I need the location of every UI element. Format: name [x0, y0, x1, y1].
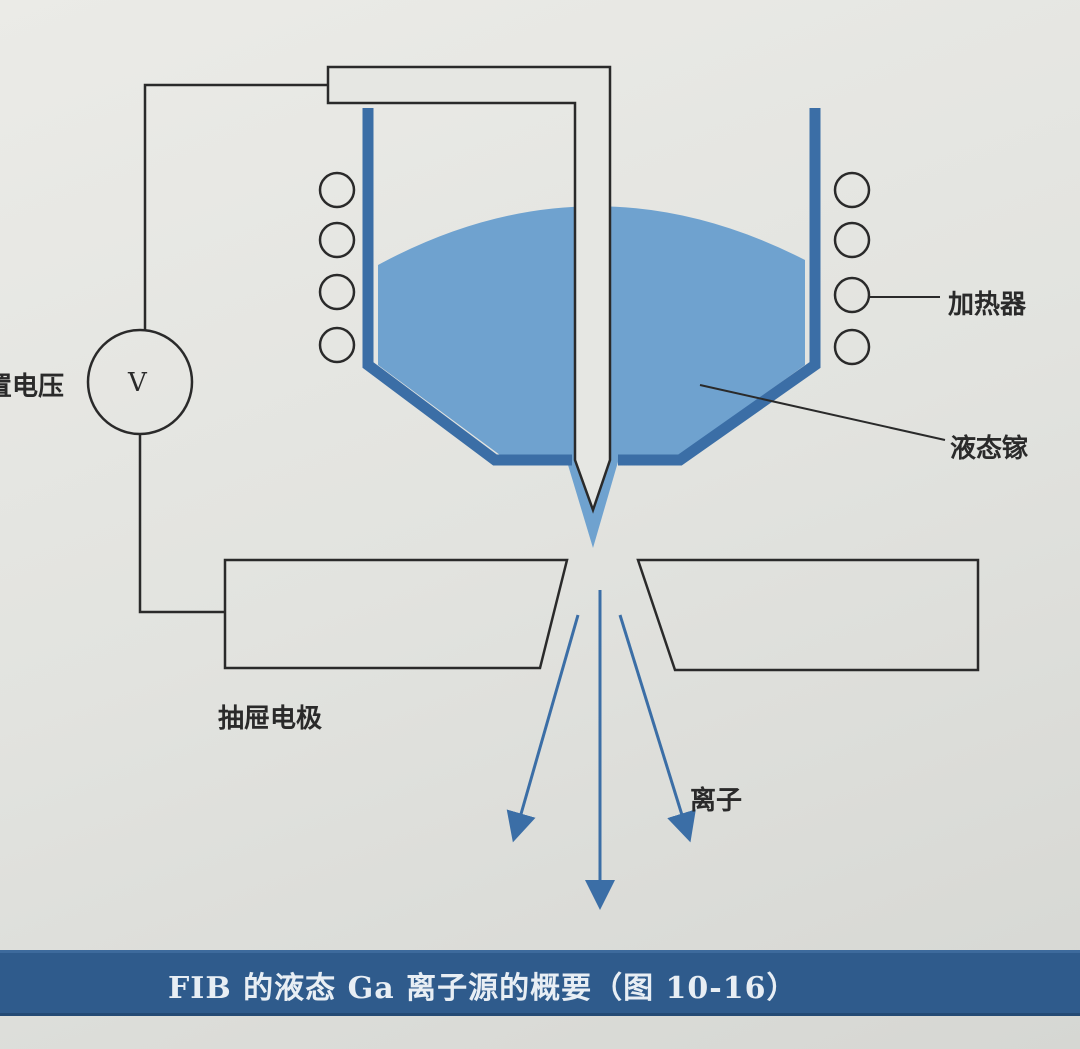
liquid-gallium-label: 液态镓	[950, 434, 1029, 464]
circuit-wire-top	[143, 83, 328, 330]
heater-coils-right	[833, 171, 871, 366]
heater-label: 加热器	[948, 290, 1027, 320]
heater-coils-left	[318, 171, 356, 364]
figure-caption: FIB 的液态 Ga 离子源的概要（图 10-16）	[168, 971, 798, 1006]
crucible-right-wall	[618, 108, 821, 466]
voltmeter-circle	[86, 328, 194, 436]
ions-label: 离子	[690, 786, 743, 816]
liquid-leader	[699, 384, 946, 441]
ion-arrow-right	[618, 614, 696, 843]
extraction-electrode-right	[636, 558, 980, 672]
circuit-wire-bottom	[138, 434, 225, 614]
ion-arrow-left	[506, 614, 580, 843]
voltage-label: 置电压	[0, 372, 65, 402]
extraction-electrode-label: 抽屉电极	[218, 704, 323, 734]
crucible-left-wall	[362, 108, 572, 466]
extraction-electrode-left	[223, 558, 569, 670]
emitter-needle	[326, 65, 612, 514]
figure-caption-band: FIB 的液态 Ga 离子源的概要（图 10-16）	[0, 950, 1080, 1016]
voltmeter-label: V	[128, 368, 147, 398]
